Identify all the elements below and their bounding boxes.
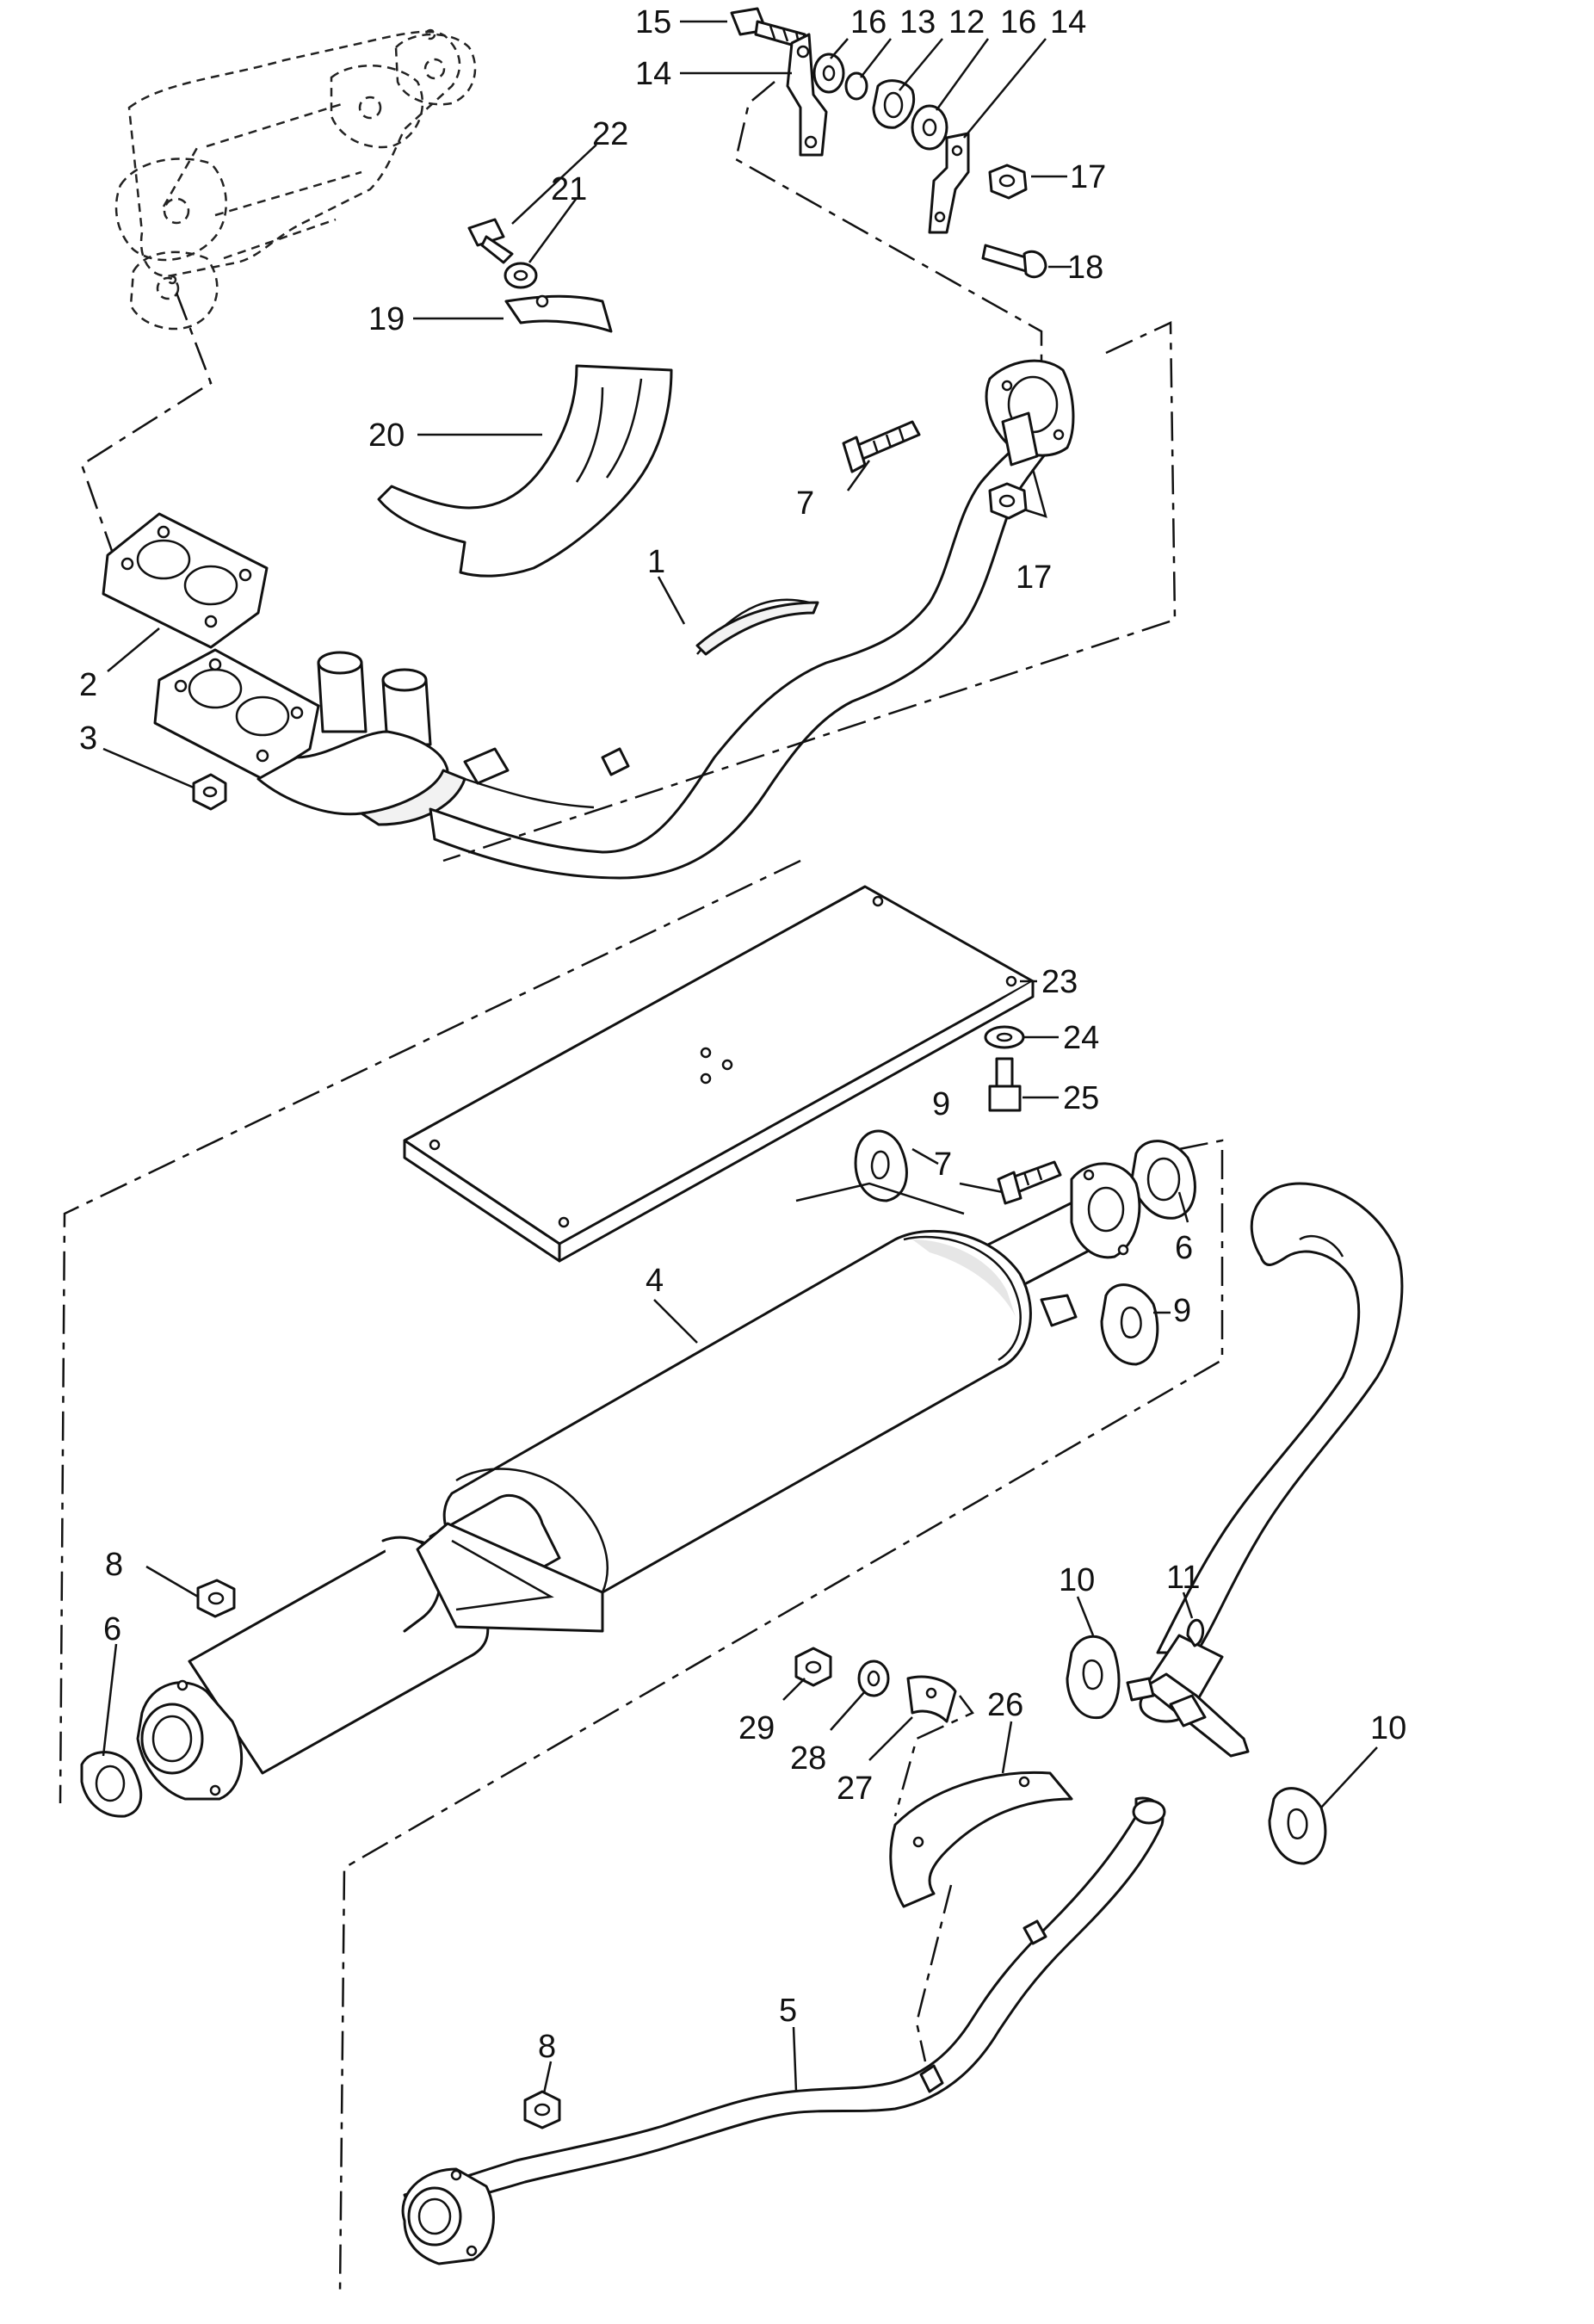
callout-2: 2 — [79, 667, 97, 703]
callout-9: 9 — [932, 1086, 950, 1122]
assembly-line-upper-frame — [734, 81, 1043, 362]
washer-24 — [984, 1025, 1025, 1049]
callout-7: 7 — [796, 485, 814, 522]
callout-labels: 15 16 13 12 16 14 14 22 21 17 18 19 20 7… — [79, 4, 1406, 2065]
callout-12: 12 — [948, 4, 985, 40]
callout-17: 17 — [1070, 159, 1106, 195]
assembly-line-middle-right — [338, 1139, 1224, 2295]
flange-gasket — [102, 512, 269, 649]
shield-bracket — [504, 294, 613, 333]
bolt-25 — [988, 1057, 1022, 1112]
callout-10: 10 — [1370, 1710, 1406, 1746]
rubber-hanger-10-upper — [1066, 1635, 1121, 1720]
assembly-line-hanger — [893, 1695, 974, 1817]
callout-16: 16 — [850, 4, 887, 40]
callout-1: 1 — [647, 544, 665, 580]
rubber-bushing-12 — [872, 79, 916, 129]
rubber-hanger-10-lower — [1268, 1787, 1327, 1865]
bracket-26 — [889, 1771, 1073, 1908]
callout-14: 14 — [1050, 4, 1086, 40]
callout-25: 25 — [1063, 1080, 1099, 1116]
callout-5: 5 — [779, 1993, 797, 2029]
callout-6: 6 — [103, 1611, 121, 1647]
callout-11: 11 — [1166, 1560, 1200, 1596]
strap-14-upper — [786, 33, 828, 157]
assembly-line-upper-box — [442, 321, 1177, 862]
callout-22: 22 — [592, 116, 628, 152]
callout-23: 23 — [1041, 964, 1078, 1000]
callout-21: 21 — [551, 171, 587, 207]
sealing-ring-6-upper — [1130, 1140, 1196, 1220]
callout-10: 10 — [1059, 1562, 1095, 1598]
nut-8-left — [196, 1579, 236, 1618]
bolt-7-upper — [842, 420, 921, 473]
tail-pipe — [401, 1182, 1404, 2265]
washer-21 — [504, 262, 538, 289]
clip-11 — [1186, 1618, 1205, 1647]
spacer-13 — [844, 71, 868, 101]
bolt-18 — [981, 244, 1047, 279]
engine-manifold-outline — [114, 28, 477, 331]
callout-13: 13 — [899, 4, 936, 40]
washer-28 — [857, 1660, 890, 1697]
assembly-line-middle-frame — [59, 859, 801, 1804]
callout-18: 18 — [1067, 250, 1103, 286]
middle-muffler — [136, 1162, 1141, 1801]
callout-29: 29 — [738, 1710, 775, 1746]
callout-17: 17 — [1016, 559, 1052, 596]
clamp-27 — [906, 1675, 957, 1723]
nut-3 — [192, 773, 227, 811]
nut-17-lower — [988, 482, 1028, 520]
sealing-ring-6-lower — [80, 1751, 143, 1818]
washer-16-right — [911, 104, 948, 151]
callout-27: 27 — [837, 1771, 873, 1807]
bolt-22 — [467, 218, 514, 264]
callout-14: 14 — [635, 56, 671, 92]
nut-8-lower — [523, 2090, 561, 2129]
callout-3: 3 — [79, 720, 97, 757]
bolt-7-middle — [997, 1160, 1062, 1205]
washer-16-left — [812, 53, 845, 94]
nut-29 — [794, 1647, 832, 1687]
leader-17-lower-bracket — [1023, 468, 1047, 518]
callout-7: 7 — [934, 1147, 952, 1183]
rubber-hanger-9-upper — [854, 1129, 908, 1202]
callout-24: 24 — [1063, 1020, 1099, 1056]
callout-26: 26 — [987, 1687, 1023, 1723]
callout-6: 6 — [1175, 1230, 1193, 1266]
callout-4: 4 — [646, 1263, 664, 1299]
rubber-hanger-9-lower — [1100, 1283, 1159, 1366]
heat-shield — [377, 364, 673, 578]
leader-lines — [102, 20, 1378, 2094]
leader-9-bracket — [795, 1182, 965, 1215]
callout-9: 9 — [1173, 1293, 1191, 1329]
callout-8: 8 — [105, 1547, 123, 1583]
callout-15: 15 — [635, 4, 671, 40]
callout-20: 20 — [368, 417, 405, 454]
callout-19: 19 — [368, 301, 405, 337]
nut-17-upper — [988, 164, 1028, 200]
callout-16: 16 — [1000, 4, 1036, 40]
assembly-line-manifold — [80, 292, 213, 552]
strap-14-lower — [928, 132, 970, 234]
front-exhaust-pipe — [153, 359, 1075, 880]
callout-8: 8 — [538, 2029, 556, 2065]
callout-28: 28 — [790, 1740, 826, 1777]
assembly-line-bracket-to-tail — [915, 1884, 953, 2062]
